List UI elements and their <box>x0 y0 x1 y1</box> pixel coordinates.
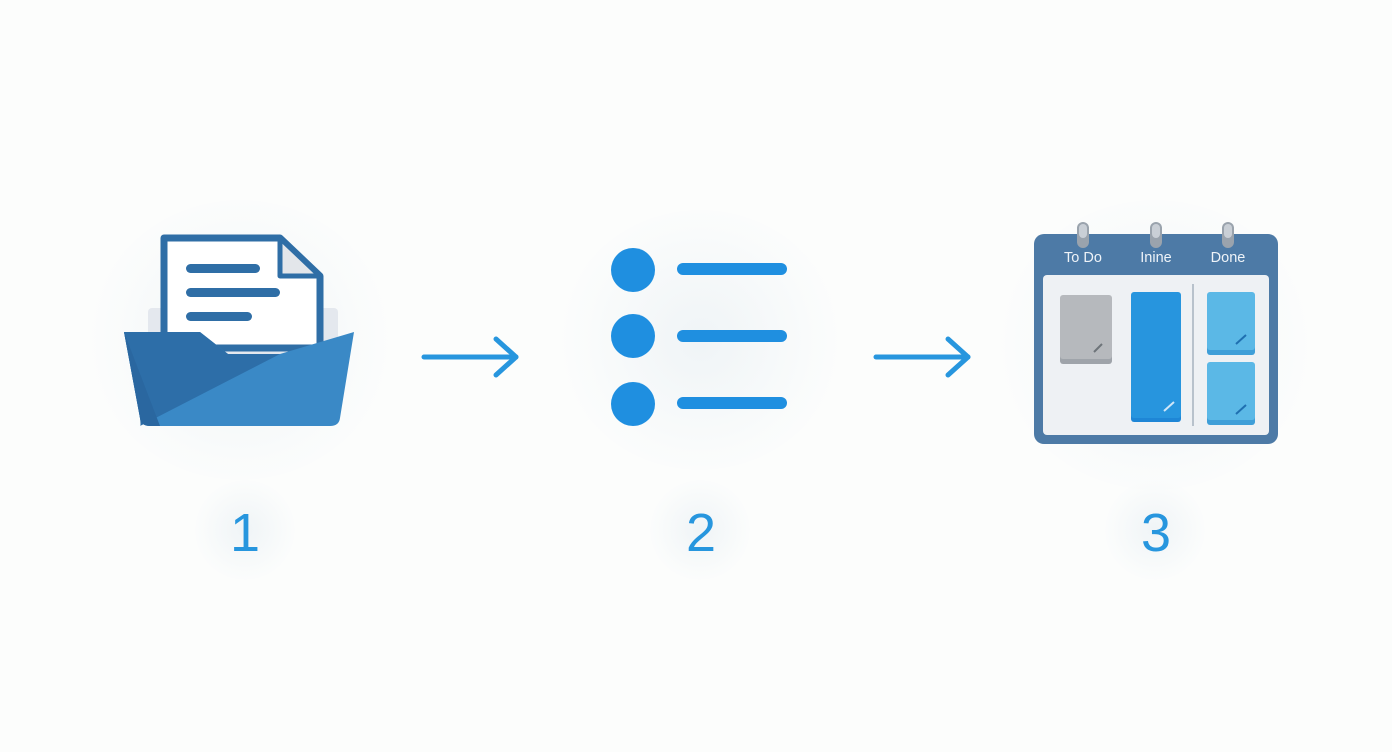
kanban-calendar-icon: To Do Inine Done <box>1034 222 1278 444</box>
step-number-2: 2 <box>685 503 717 563</box>
bullet-list-icon <box>611 248 787 426</box>
task-card-inprogress <box>1131 292 1181 422</box>
document-icon <box>160 234 324 352</box>
step-1-number-glow <box>195 480 295 580</box>
binder-ring-icon <box>1150 222 1162 248</box>
step-number-3: 3 <box>1140 503 1172 563</box>
step-2-number-glow <box>650 480 750 580</box>
task-card-todo <box>1060 295 1112 364</box>
task-card-done <box>1207 362 1255 425</box>
board-column-label: Inine <box>1140 250 1171 266</box>
step-3-number-glow <box>1105 480 1205 580</box>
binder-ring-icon <box>1077 222 1089 248</box>
task-card-done <box>1207 292 1255 355</box>
board-column-label: To Do <box>1064 250 1102 266</box>
right-arrow-icon <box>421 336 519 378</box>
inbox-tray-icon <box>124 234 354 426</box>
step-number-1: 1 <box>229 503 261 563</box>
binder-ring-icon <box>1222 222 1234 248</box>
board-column-label: Done <box>1211 250 1246 266</box>
right-arrow-icon <box>873 336 971 378</box>
